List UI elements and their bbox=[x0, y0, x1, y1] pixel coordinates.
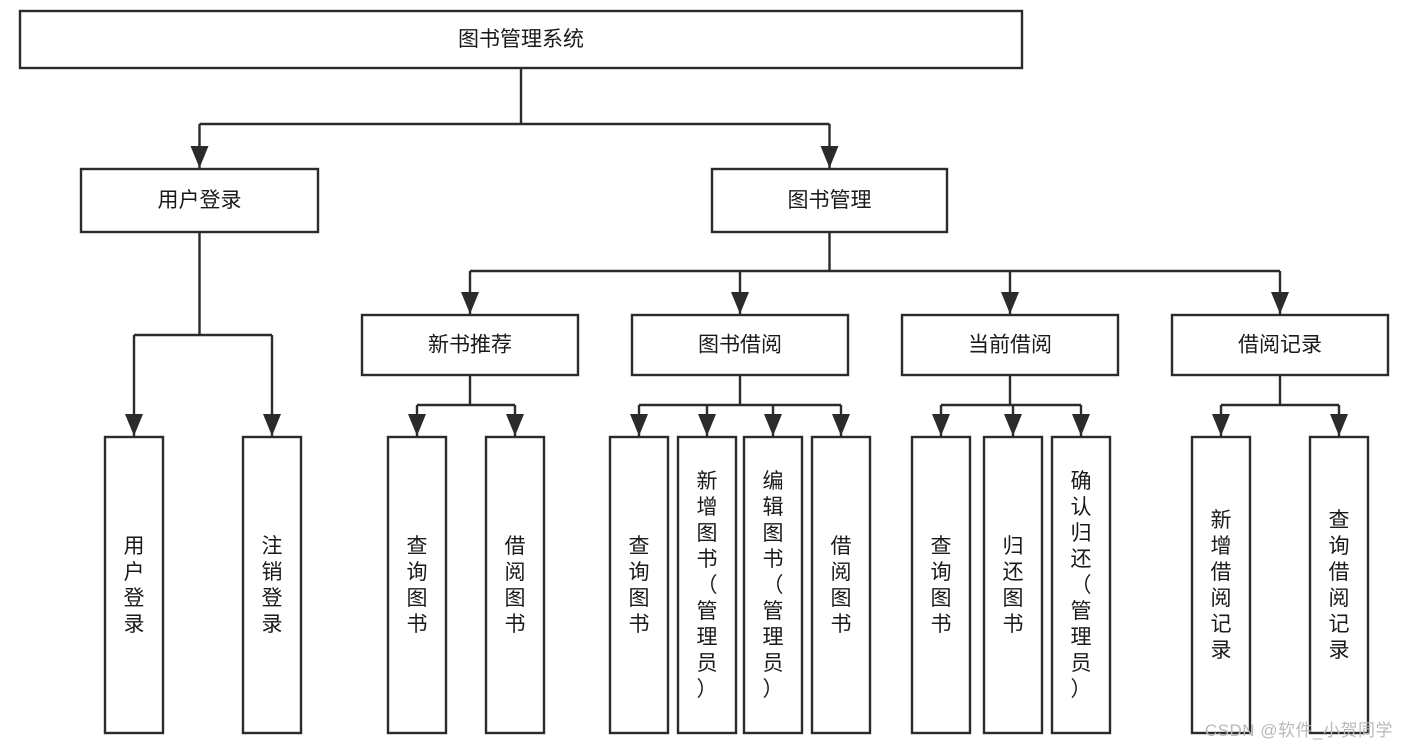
node-box-leaf-logout[interactable] bbox=[241, 435, 303, 735]
node-layer: 图书管理系统用户登录图书管理新书推荐图书借阅当前借阅借阅记录用户登录注销登录查询… bbox=[18, 9, 1390, 735]
node-box-leaf-borrow-book-1[interactable] bbox=[484, 435, 546, 735]
node-leaf-borrow-book-2[interactable]: 借阅图书 bbox=[810, 435, 872, 735]
arrow-head-book-borrow-2 bbox=[764, 414, 782, 436]
node-leaf-borrow-book-1[interactable]: 借阅图书 bbox=[484, 435, 546, 735]
arrow-head-book-manage-2 bbox=[1001, 292, 1019, 314]
node-label-leaf-query-book-3: 查询图书 bbox=[931, 535, 952, 636]
node-box-current-borrow[interactable] bbox=[900, 313, 1120, 377]
node-label-leaf-confirm-return: 确认归还（管理员） bbox=[1071, 470, 1092, 701]
node-box-leaf-query-book-2[interactable] bbox=[608, 435, 670, 735]
arrow-head-current-borrow-2 bbox=[1072, 414, 1090, 436]
node-leaf-user-login[interactable]: 用户登录 bbox=[103, 435, 165, 735]
node-leaf-query-book-1[interactable]: 查询图书 bbox=[386, 435, 448, 735]
node-current-borrow[interactable]: 当前借阅 bbox=[900, 313, 1120, 377]
node-leaf-add-book[interactable]: 新增图书（管理员） bbox=[676, 435, 738, 735]
node-box-leaf-user-login[interactable] bbox=[103, 435, 165, 735]
arrow-head-book-borrow-0 bbox=[630, 414, 648, 436]
node-user-login[interactable]: 用户登录 bbox=[79, 167, 320, 234]
node-label-leaf-logout: 注销登录 bbox=[262, 535, 283, 636]
node-label-leaf-add-record: 新增借阅记录 bbox=[1211, 509, 1232, 662]
node-label-leaf-edit-book: 编辑图书（管理员） bbox=[763, 470, 784, 701]
arrow-head-new-book-rec-1 bbox=[506, 414, 524, 436]
node-label-leaf-borrow-book-1: 借阅图书 bbox=[505, 535, 526, 636]
node-leaf-add-record[interactable]: 新增借阅记录 bbox=[1190, 435, 1252, 735]
node-box-leaf-return-book[interactable] bbox=[982, 435, 1044, 735]
node-leaf-query-record[interactable]: 查询借阅记录 bbox=[1308, 435, 1370, 735]
arrow-head-new-book-rec-0 bbox=[408, 414, 426, 436]
arrow-head-current-borrow-1 bbox=[1004, 414, 1022, 436]
node-box-undefined[interactable] bbox=[18, 9, 1024, 70]
node-leaf-return-book[interactable]: 归还图书 bbox=[982, 435, 1044, 735]
arrow-head-borrow-record-1 bbox=[1330, 414, 1348, 436]
node-label-leaf-query-record: 查询借阅记录 bbox=[1329, 509, 1350, 662]
node-box-leaf-confirm-return[interactable] bbox=[1050, 435, 1112, 735]
arrow-head-book-borrow-1 bbox=[698, 414, 716, 436]
node-label-leaf-query-book-2: 查询图书 bbox=[629, 535, 650, 636]
node-label-undefined: 图书管理系统 bbox=[458, 28, 584, 51]
node-leaf-logout[interactable]: 注销登录 bbox=[241, 435, 303, 735]
arrow-head-user-login-0 bbox=[125, 414, 143, 436]
node-leaf-query-book-2[interactable]: 查询图书 bbox=[608, 435, 670, 735]
node-label-book-manage: 图书管理 bbox=[788, 189, 872, 212]
node-box-book-manage[interactable] bbox=[710, 167, 949, 234]
node-label-new-book-rec: 新书推荐 bbox=[428, 334, 512, 357]
node-label-leaf-return-book: 归还图书 bbox=[1003, 535, 1024, 636]
node-box-leaf-borrow-book-2[interactable] bbox=[810, 435, 872, 735]
node-box-leaf-query-record[interactable] bbox=[1308, 435, 1370, 735]
node-box-new-book-rec[interactable] bbox=[360, 313, 580, 377]
arrow-head-root-0 bbox=[190, 146, 209, 168]
arrow-head-root-1 bbox=[820, 146, 839, 168]
node-label-leaf-borrow-book-2: 借阅图书 bbox=[831, 535, 852, 636]
node-box-leaf-add-record[interactable] bbox=[1190, 435, 1252, 735]
node-box-leaf-query-book-1[interactable] bbox=[386, 435, 448, 735]
node-leaf-confirm-return[interactable]: 确认归还（管理员） bbox=[1050, 435, 1112, 735]
node-undefined[interactable]: 图书管理系统 bbox=[18, 9, 1024, 70]
node-box-borrow-record[interactable] bbox=[1170, 313, 1390, 377]
node-new-book-rec[interactable]: 新书推荐 bbox=[360, 313, 580, 377]
arrow-head-book-manage-3 bbox=[1271, 292, 1289, 314]
node-book-manage[interactable]: 图书管理 bbox=[710, 167, 949, 234]
node-leaf-query-book-3[interactable]: 查询图书 bbox=[910, 435, 972, 735]
node-box-leaf-add-book[interactable] bbox=[676, 435, 738, 735]
node-label-leaf-query-book-1: 查询图书 bbox=[407, 535, 428, 636]
csdn-watermark: CSDN @软件_小贺同学 bbox=[1204, 721, 1393, 740]
node-box-leaf-edit-book[interactable] bbox=[742, 435, 804, 735]
arrow-head-user-login-1 bbox=[263, 414, 281, 436]
node-label-borrow-record: 借阅记录 bbox=[1238, 334, 1322, 357]
arrow-head-book-manage-0 bbox=[461, 292, 479, 314]
node-borrow-record[interactable]: 借阅记录 bbox=[1170, 313, 1390, 377]
connector-layer bbox=[125, 68, 1348, 436]
node-leaf-edit-book[interactable]: 编辑图书（管理员） bbox=[742, 435, 804, 735]
arrow-head-current-borrow-0 bbox=[932, 414, 950, 436]
node-book-borrow[interactable]: 图书借阅 bbox=[630, 313, 850, 377]
node-label-leaf-user-login: 用户登录 bbox=[124, 535, 145, 636]
node-label-leaf-add-book: 新增图书（管理员） bbox=[697, 470, 718, 701]
arrow-head-borrow-record-0 bbox=[1212, 414, 1230, 436]
arrow-head-book-borrow-3 bbox=[832, 414, 850, 436]
node-label-current-borrow: 当前借阅 bbox=[968, 334, 1052, 357]
arrow-head-book-manage-1 bbox=[731, 292, 749, 314]
node-box-leaf-query-book-3[interactable] bbox=[910, 435, 972, 735]
node-label-user-login: 用户登录 bbox=[158, 189, 242, 212]
node-label-book-borrow: 图书借阅 bbox=[698, 334, 782, 357]
node-box-book-borrow[interactable] bbox=[630, 313, 850, 377]
node-box-user-login[interactable] bbox=[79, 167, 320, 234]
